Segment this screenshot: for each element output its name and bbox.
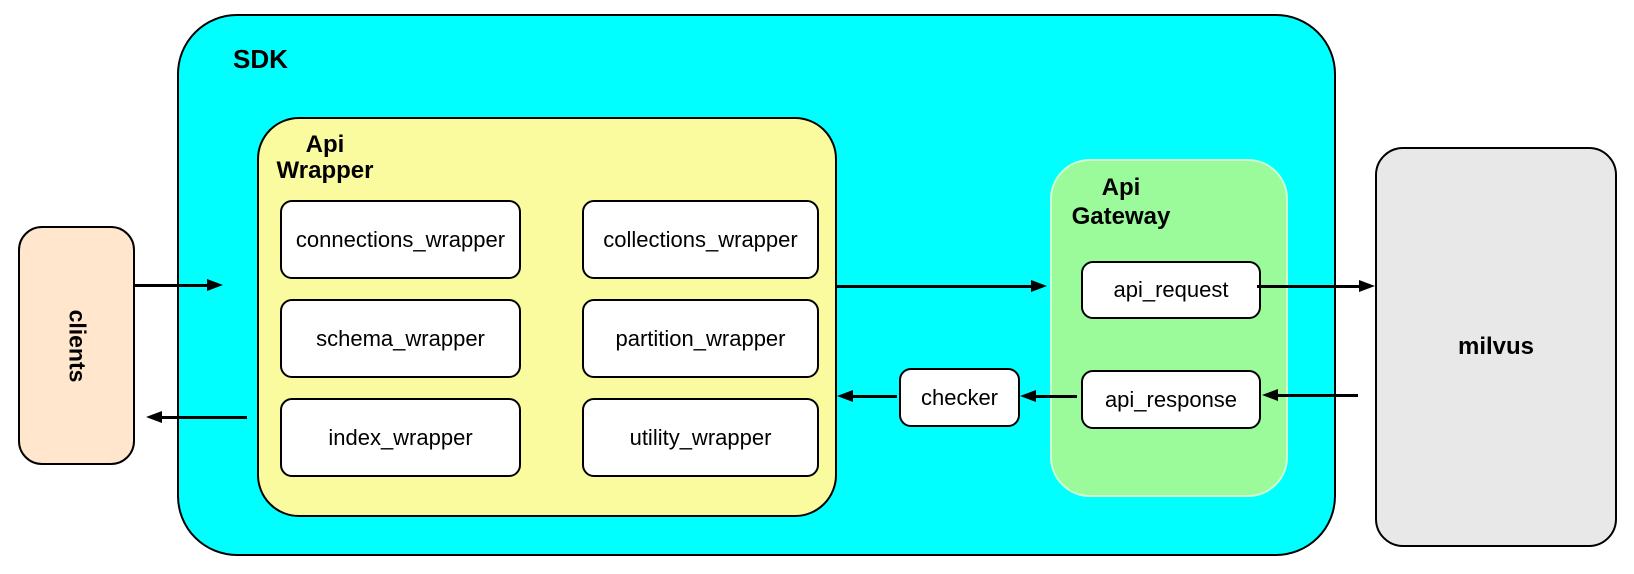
- arrow-shaft: [852, 395, 897, 398]
- arrow-shaft: [161, 416, 247, 419]
- arrowhead-left-icon: [1020, 390, 1036, 402]
- arrow-shaft: [1277, 394, 1358, 397]
- api-request-box: api_request: [1081, 261, 1261, 319]
- utility-wrapper-box: utility_wrapper: [582, 398, 819, 477]
- schema-wrapper-label: schema_wrapper: [316, 325, 485, 351]
- arrowhead-right-icon: [1359, 280, 1375, 292]
- checker-box: checker: [899, 368, 1020, 427]
- api-gateway-container: Api Gateway api_request api_response: [1050, 159, 1288, 497]
- api-gateway-label-line1: Api: [1101, 174, 1141, 201]
- arrowhead-left-icon: [1262, 389, 1278, 401]
- api-wrapper-label-line2: Wrapper: [276, 157, 374, 184]
- arrow-shaft: [1257, 285, 1360, 288]
- api-response-box: api_response: [1081, 370, 1261, 429]
- clients-box: clients: [18, 226, 135, 465]
- index-wrapper-box: index_wrapper: [280, 398, 521, 477]
- milvus-box: milvus: [1375, 147, 1617, 547]
- arrowhead-left-icon: [146, 411, 162, 423]
- arrowhead-right-icon: [207, 279, 223, 291]
- partition-wrapper-label: partition_wrapper: [615, 325, 786, 351]
- api-request-label: api_request: [1113, 277, 1229, 302]
- connections-wrapper-box: connections_wrapper: [280, 200, 521, 279]
- api-wrapper-label: Api Wrapper: [274, 132, 376, 184]
- api-wrapper-label-line1: Api: [305, 131, 345, 158]
- arrowhead-right-icon: [1031, 280, 1047, 292]
- checker-label: checker: [920, 384, 999, 410]
- schema-wrapper-box: schema_wrapper: [280, 299, 521, 378]
- api-gateway-label: Api Gateway: [1070, 173, 1172, 231]
- api-response-label: api_response: [1104, 386, 1238, 412]
- partition-wrapper-box: partition_wrapper: [582, 299, 819, 378]
- arrow-shaft: [135, 284, 207, 287]
- collections-wrapper-box: collections_wrapper: [582, 200, 819, 279]
- connections-wrapper-label: connections_wrapper: [295, 226, 506, 252]
- api-gateway-label-line2: Gateway: [1071, 203, 1171, 230]
- api-wrapper-container: Api Wrapper connections_wrapper collecti…: [257, 117, 837, 517]
- clients-label: clients: [64, 309, 90, 382]
- arrow-shaft: [1035, 395, 1077, 398]
- sdk-label: SDK: [233, 44, 288, 74]
- sdk-container: SDK Api Wrapper connections_wrapper coll…: [177, 14, 1336, 556]
- utility-wrapper-label: utility_wrapper: [629, 424, 772, 450]
- milvus-label: milvus: [1457, 333, 1535, 360]
- index-wrapper-label: index_wrapper: [328, 424, 473, 450]
- collections-wrapper-label: collections_wrapper: [603, 226, 798, 252]
- arrowhead-left-icon: [837, 390, 853, 402]
- arrow-shaft: [835, 285, 1031, 288]
